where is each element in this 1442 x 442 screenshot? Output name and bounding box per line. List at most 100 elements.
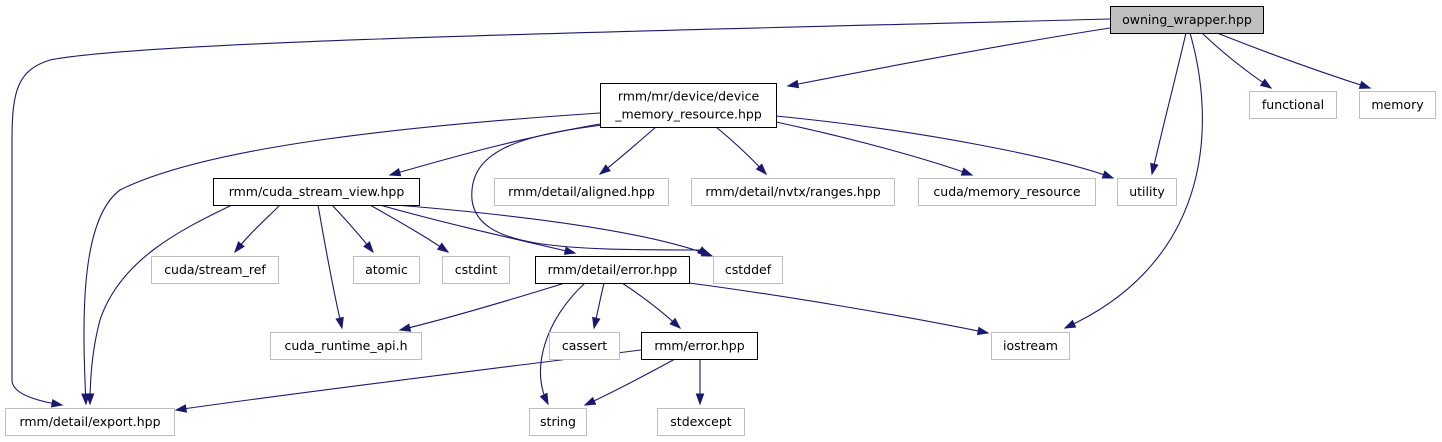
node-label: cuda/stream_ref <box>164 262 266 277</box>
arrowhead <box>1063 319 1077 329</box>
edge-owning_wrapper-to-iostream <box>1063 32 1203 329</box>
node-stream-ref: cuda/stream_ref <box>151 256 279 284</box>
edge-line <box>369 204 449 253</box>
node-box <box>213 178 420 206</box>
node-label: rmm/mr/device/device <box>618 89 760 104</box>
edge-line <box>317 204 343 329</box>
edge-line <box>89 204 233 405</box>
arrowhead <box>598 164 611 175</box>
node-box <box>1249 91 1337 119</box>
edge-rmm_error-to-string <box>583 358 676 406</box>
edge-device_memory_resource-to-aligned <box>598 126 657 175</box>
arrowhead <box>388 167 402 177</box>
node-stdexcept: stdexcept <box>657 408 745 436</box>
node-box <box>5 408 175 436</box>
node-export: rmm/detail/export.hpp <box>5 408 175 436</box>
node-label: cstdint <box>455 262 498 277</box>
arrowhead <box>583 396 597 406</box>
arrowhead <box>960 167 974 176</box>
edge-error_detail-to-string <box>539 282 586 406</box>
edge-line <box>584 358 676 406</box>
node-box <box>691 178 895 206</box>
edge-device_memory_resource-to-nvtx_ranges <box>715 126 768 176</box>
edge-line <box>539 282 586 405</box>
node-cuda-stream-view[interactable]: rmm/cuda_stream_view.hpp <box>213 178 420 206</box>
edge-line <box>787 27 1111 87</box>
node-label: utility <box>1129 184 1165 199</box>
node-iostream: iostream <box>991 332 1070 360</box>
edge-line <box>389 123 601 176</box>
edge-cuda_stream_view-to-cstdint <box>369 204 450 253</box>
arrowhead <box>695 393 705 406</box>
arrowhead <box>398 323 412 332</box>
node-label: functional <box>1262 97 1324 112</box>
node-box <box>1110 6 1264 34</box>
edge-owning_wrapper-to-functional <box>1201 32 1273 89</box>
node-functional: functional <box>1249 91 1337 119</box>
node-cassert: cassert <box>549 332 620 360</box>
edge-error_detail-to-cuda_runtime_api <box>398 282 566 332</box>
node-label: string <box>540 414 576 429</box>
edge-rmm_error-to-stdexcept <box>695 359 705 406</box>
node-rmm-error[interactable]: rmm/error.hpp <box>641 332 758 360</box>
node-label: rmm/error.hpp <box>654 338 744 353</box>
node-label: cassert <box>562 338 607 353</box>
node-box <box>918 178 1096 206</box>
edge-line <box>11 18 1111 406</box>
node-box <box>549 332 620 360</box>
edge-cuda_stream_view-to-cstddef <box>395 204 714 257</box>
edge-line <box>83 112 601 405</box>
node-label: rmm/detail/error.hpp <box>548 262 678 277</box>
node-label: atomic <box>365 262 408 277</box>
node-box <box>1117 178 1177 206</box>
edge-cuda_stream_view-to-cuda_runtime_api <box>317 204 344 330</box>
arrowhead <box>786 79 800 89</box>
arrowhead <box>1358 80 1372 89</box>
node-utility: utility <box>1117 178 1177 206</box>
edge-error_detail-to-rmm_error <box>621 282 682 329</box>
node-cstdint: cstdint <box>442 256 510 284</box>
node-cstddef: cstddef <box>713 256 783 284</box>
edge-cuda_stream_view-to-error_detail <box>379 204 577 255</box>
node-box <box>151 256 279 284</box>
edge-owning_wrapper-to-utility <box>1150 32 1187 176</box>
node-box <box>657 408 745 436</box>
node-label: memory <box>1371 97 1424 112</box>
arrowhead <box>85 393 95 406</box>
node-label: iostream <box>1003 338 1058 353</box>
arrowhead <box>669 317 682 329</box>
node-label: rmm/detail/aligned.hpp <box>508 184 655 199</box>
node-box <box>535 256 690 284</box>
node-box <box>494 178 669 206</box>
node-label: owning_wrapper.hpp <box>1122 12 1252 27</box>
node-label: cuda_runtime_api.h <box>284 338 407 353</box>
edge-line <box>379 204 576 254</box>
node-aligned: rmm/detail/aligned.hpp <box>494 178 669 206</box>
node-box <box>600 83 777 128</box>
node-memory: memory <box>1359 91 1436 119</box>
arrowhead <box>563 246 577 255</box>
node-error-detail[interactable]: rmm/detail/error.hpp <box>535 256 690 284</box>
edge-owning_wrapper-to-export <box>11 18 1111 408</box>
node-device-memory-resource[interactable]: rmm/mr/device/device_memory_resource.hpp <box>600 83 777 128</box>
edge-device_memory_resource-to-utility <box>775 115 1115 179</box>
arrowhead <box>436 242 450 253</box>
edge-line <box>599 126 657 175</box>
node-label: stdexcept <box>670 414 731 429</box>
node-box <box>991 332 1070 360</box>
edge-line <box>621 282 681 329</box>
node-box <box>641 332 758 360</box>
node-box <box>442 256 510 284</box>
node-box <box>529 408 587 436</box>
node-owning-wrapper[interactable]: owning_wrapper.hpp <box>1110 6 1264 34</box>
arrowhead <box>174 404 188 413</box>
edge-line <box>395 204 713 257</box>
node-cuda-runtime-api: cuda_runtime_api.h <box>270 332 422 360</box>
arrowhead <box>1259 78 1273 89</box>
node-label: rmm/detail/export.hpp <box>19 414 160 429</box>
edge-cuda_stream_view-to-stream_ref <box>234 204 281 254</box>
edge-line <box>775 115 1114 179</box>
edge-cuda_stream_view-to-export <box>85 204 233 406</box>
edge-line <box>1201 32 1272 89</box>
